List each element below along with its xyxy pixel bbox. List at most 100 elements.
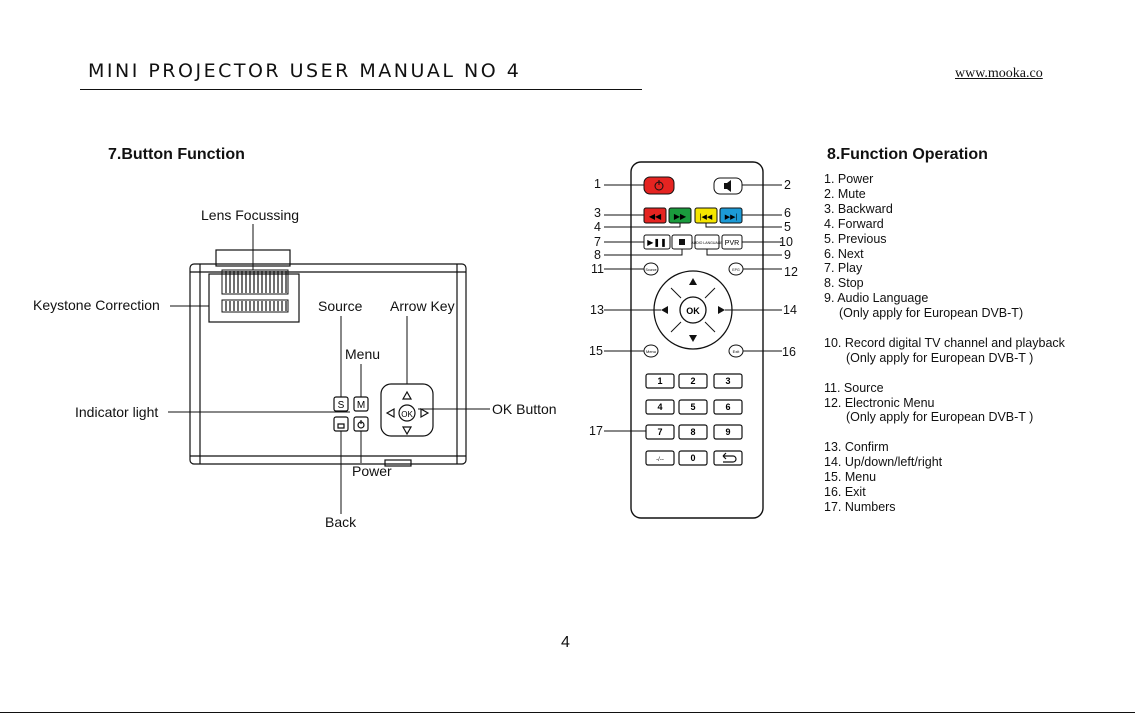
op-item-note: (Only apply for European DVB-T ) [846, 410, 1034, 425]
ok-button-label: OK Button [492, 401, 557, 417]
num-key-2-label: 2 [690, 376, 695, 386]
right-arrow-icon [718, 306, 725, 314]
num-key-9[interactable] [713, 424, 743, 440]
panel-ok-label: OK [401, 410, 413, 419]
num-key-8[interactable] [678, 424, 708, 440]
op-item: 15. Menu [824, 470, 877, 485]
num-key-3-label: 3 [725, 376, 730, 386]
callout-5: 5 [784, 220, 791, 234]
panel-ok-key[interactable] [398, 404, 416, 422]
callout-10: 10 [779, 235, 793, 249]
backward-icon: ◀◀ [649, 212, 662, 221]
m-key-label: M [357, 400, 365, 411]
diagram-leader-lines [168, 224, 490, 514]
page-number: 4 [561, 634, 570, 651]
op-item: 3. Backward [824, 201, 893, 216]
num-key-0[interactable] [678, 450, 708, 466]
remote-leader-lines [604, 184, 782, 432]
num-key-1[interactable] [645, 373, 675, 389]
next-icon: ▶▶| [725, 214, 738, 221]
function-operation-list: 1. Power 2. Mute 3. Backward 4. Forward … [824, 172, 1065, 515]
audio-language-label: AUDIO LANGUAGE [691, 241, 723, 245]
op-item: 7. Play [824, 261, 863, 276]
op-item: 12. Electronic Menu [824, 395, 935, 410]
remote-ok-button[interactable] [679, 296, 707, 324]
previous-icon: |◀◀ [700, 214, 713, 221]
down-arrow-icon [689, 335, 697, 342]
button-function-title: 7.Button Function [108, 146, 245, 163]
callout-13: 13 [590, 303, 604, 317]
op-item: 16. Exit [824, 484, 866, 499]
op-item: 6. Next [824, 246, 864, 261]
callout-9: 9 [784, 248, 791, 262]
callout-4: 4 [594, 220, 601, 234]
projector-body [189, 263, 467, 465]
num-key-4[interactable] [645, 399, 675, 415]
up-arrow-icon [689, 278, 697, 285]
callout-14: 14 [783, 303, 797, 317]
stop-icon [679, 239, 685, 245]
callout-17: 17 [589, 424, 603, 438]
callout-8: 8 [594, 248, 601, 262]
op-item-note: (Only apply for European DVB-T) [839, 306, 1024, 321]
projector-diagram: S M OK [168, 224, 490, 514]
callout-11: 11 [591, 262, 604, 276]
header-rule [80, 89, 642, 90]
callout-3: 3 [594, 206, 601, 220]
num-key-8-label: 8 [690, 427, 695, 437]
op-item: 4. Forward [824, 216, 884, 231]
num-key-3[interactable] [713, 373, 743, 389]
num-key-7-label: 7 [657, 427, 662, 437]
num-key-0-label: 0 [690, 453, 695, 463]
num-key-5[interactable] [678, 399, 708, 415]
s-key-label: S [338, 400, 345, 411]
focus-ring-hatch [225, 271, 287, 311]
num-key-2[interactable] [678, 373, 708, 389]
callout-1: 1 [594, 177, 601, 191]
remote-exit-label: Exit [733, 349, 741, 354]
remote-mute-button[interactable] [713, 177, 743, 195]
play-pause-icon: ▶❚❚ [647, 238, 667, 247]
left-arrow-icon [661, 306, 668, 314]
callout-7: 7 [594, 235, 601, 249]
num-key-5-label: 5 [690, 402, 695, 412]
dash-key-label: -/-- [656, 457, 664, 463]
mute-icon [724, 180, 731, 192]
manual-title: MINI PROJECTOR USER MANUAL NO 4 [88, 60, 522, 82]
dash-key[interactable] [645, 450, 675, 466]
remote-ok-label: OK [686, 306, 700, 316]
num-key-6[interactable] [713, 399, 743, 415]
remote-menu-label: Menu [646, 349, 656, 354]
epg-button-label: EPG [732, 268, 740, 272]
op-item: 2. Mute [824, 186, 866, 201]
indicator-light-label: Indicator light [75, 404, 159, 420]
num-key-9-label: 9 [725, 427, 730, 437]
op-item: 17. Numbers [824, 499, 896, 514]
op-item: 1. Power [824, 172, 874, 186]
callout-12: 12 [784, 265, 798, 279]
num-key-4-label: 4 [657, 402, 662, 412]
op-item: 10. Record digital TV channel and playba… [824, 335, 1065, 350]
back-label: Back [325, 514, 357, 530]
keystone-correction-label: Keystone Correction [33, 297, 160, 313]
arrow-key-label: Arrow Key [390, 298, 455, 314]
pvr-label: PVR [725, 240, 739, 247]
num-key-1-label: 1 [657, 376, 662, 386]
op-item: 14. Up/down/left/right [824, 455, 943, 470]
lens-focussing-label: Lens Focussing [201, 207, 300, 223]
function-operation-title: 8.Function Operation [827, 146, 988, 163]
website-link[interactable]: www.mooka.co [955, 66, 1043, 81]
op-item: 8. Stop [824, 276, 864, 291]
power-label: Power [352, 463, 392, 479]
return-key[interactable] [713, 450, 743, 466]
callout-2: 2 [784, 178, 791, 192]
remote-power-button[interactable] [643, 176, 675, 195]
callout-16: 16 [782, 345, 796, 359]
remote-control-diagram: ◀◀ ▶▶ |◀◀ ▶▶| ▶❚❚ AUDIO LANGUAGE PVR Sou… [604, 161, 782, 519]
num-key-6-label: 6 [725, 402, 730, 412]
callout-15: 15 [589, 344, 603, 358]
source-label: Source [318, 298, 363, 314]
num-key-7[interactable] [645, 424, 675, 440]
return-icon [722, 452, 737, 463]
forward-icon: ▶▶ [674, 212, 687, 221]
